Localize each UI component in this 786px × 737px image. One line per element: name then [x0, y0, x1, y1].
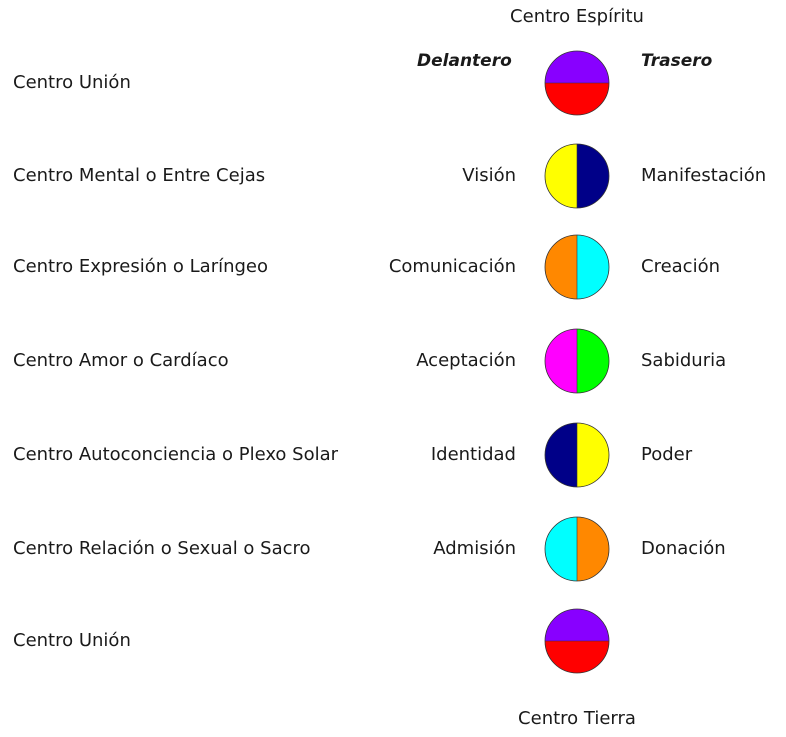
disc-half-front: [545, 51, 609, 83]
disc-half-front: [545, 235, 577, 299]
disc-half-back: [577, 144, 609, 208]
center-name-label: Centro Unión: [13, 72, 131, 93]
disc-half-back: [577, 423, 609, 487]
center-name-label: Centro Relación o Sexual o Sacro: [13, 538, 311, 559]
axis-bottom-label: Centro Tierra: [518, 708, 636, 729]
back-quality-label: Donación: [641, 538, 726, 559]
front-quality-label: Aceptación: [416, 350, 516, 371]
disc-half-back: [577, 235, 609, 299]
center-name-label: Centro Mental o Entre Cejas: [13, 165, 266, 186]
back-quality-label: Manifestación: [641, 165, 767, 186]
header-back-label: Trasero: [641, 51, 713, 71]
disc-half-back: [545, 641, 609, 673]
center-name-label: Centro Unión: [13, 630, 131, 651]
center-name-label: Centro Amor o Cardíaco: [13, 350, 229, 371]
back-quality-label: Creación: [641, 256, 720, 277]
front-quality-label: Comunicación: [388, 256, 516, 277]
disc-half-front: [545, 609, 609, 641]
disc-half-front: [545, 144, 577, 208]
disc-half-front: [545, 517, 577, 581]
chakra-disc: [544, 328, 610, 394]
header-front-label: Delantero: [417, 51, 512, 71]
disc-half-front: [545, 329, 577, 393]
disc-half-back: [577, 329, 609, 393]
back-quality-label: Poder: [641, 444, 693, 465]
chakra-disc: [544, 516, 610, 582]
chakra-disc: [544, 234, 610, 300]
center-name-label: Centro Expresión o Laríngeo: [13, 256, 269, 277]
chakra-disc: [544, 50, 610, 116]
disc-half-front: [545, 423, 577, 487]
chakra-disc: [544, 143, 610, 209]
disc-half-back: [577, 517, 609, 581]
chakra-disc: [544, 422, 610, 488]
front-quality-label: Identidad: [430, 444, 516, 465]
center-name-label: Centro Autoconciencia o Plexo Solar: [13, 444, 339, 465]
front-quality-label: Visión: [462, 165, 516, 186]
disc-half-back: [545, 83, 609, 115]
chakra-disc: [544, 608, 610, 674]
back-quality-label: Sabiduria: [641, 350, 727, 371]
front-quality-label: Admisión: [433, 538, 516, 559]
axis-top-label: Centro Espíritu: [510, 6, 644, 27]
